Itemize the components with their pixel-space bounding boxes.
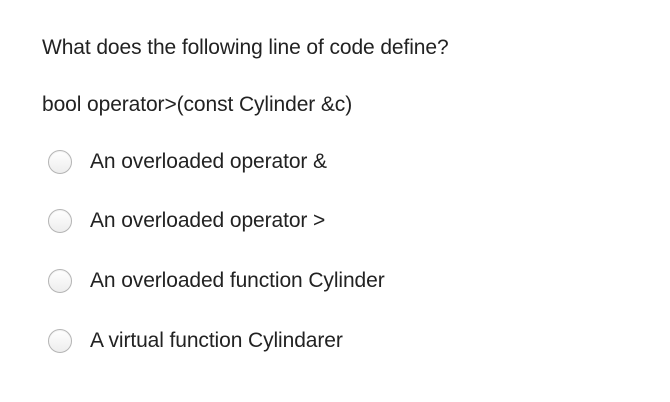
answer-option-3[interactable]: An overloaded function Cylinder (48, 265, 385, 297)
answer-option-3-label: An overloaded function Cylinder (90, 269, 385, 292)
answer-option-4-label: A virtual function Cylindarer (90, 329, 343, 352)
answer-option-4[interactable]: A virtual function Cylindarer (48, 325, 343, 357)
radio-button-1[interactable] (48, 150, 72, 174)
radio-button-2[interactable] (48, 209, 72, 233)
radio-button-4[interactable] (48, 329, 72, 353)
answer-option-1[interactable]: An overloaded operator & (48, 146, 327, 178)
question-prompt: What does the following line of code def… (42, 36, 449, 59)
code-line: bool operator>(const Cylinder &c) (42, 93, 353, 116)
answer-option-2-label: An overloaded operator > (90, 209, 326, 232)
answer-option-2[interactable]: An overloaded operator > (48, 205, 325, 237)
answer-option-1-label: An overloaded operator & (90, 150, 327, 173)
radio-button-3[interactable] (48, 269, 72, 293)
